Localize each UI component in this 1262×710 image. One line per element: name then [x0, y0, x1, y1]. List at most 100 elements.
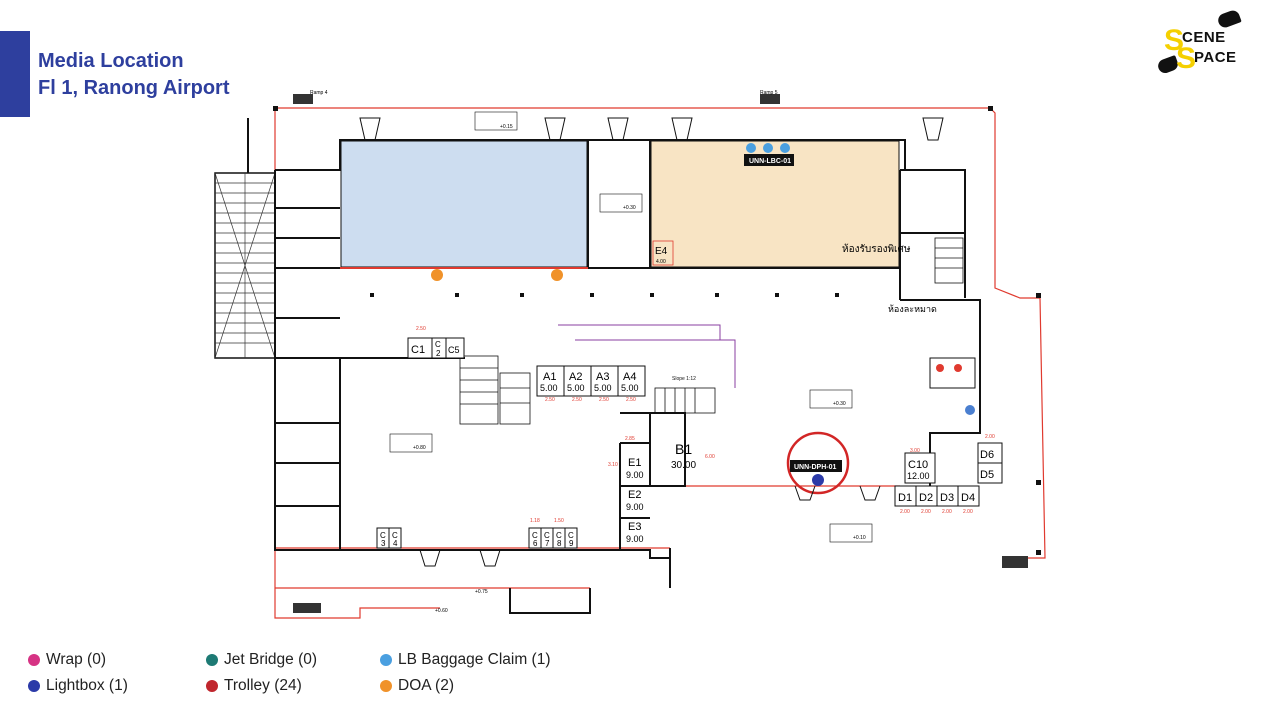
room-c9: C [568, 531, 574, 540]
legend-item-lb-baggage-claim: LB Baggage Claim (1) [380, 651, 551, 669]
svg-text:1.50: 1.50 [554, 518, 564, 524]
ramp-markers: Ramp 4 Ramp 5 +0.75 +0.60 [293, 90, 1028, 614]
room-a1: A1 [543, 371, 556, 383]
svg-text:8: 8 [557, 539, 562, 548]
svg-text:+0.15: +0.15 [500, 124, 513, 130]
ramp-rails: Slope 1:12 [558, 324, 736, 388]
svg-text:9: 9 [569, 539, 574, 548]
baggage-claim-marker-3[interactable] [780, 143, 790, 153]
svg-text:Ramp 5: Ramp 5 [760, 90, 778, 96]
room-group-c: C1 C 2 C5 2.50 C 3 C 4 C 6 C 7 C 8 C 9 1… [376, 326, 936, 549]
room-e2: E2 [628, 489, 641, 501]
room-d2: D2 [919, 492, 933, 504]
baggage-claim-marker-1[interactable] [746, 143, 756, 153]
lightbox-tag-text: UNN-DPH-01 [794, 464, 837, 471]
svg-text:2.50: 2.50 [626, 397, 636, 403]
room-d3: D3 [940, 492, 954, 504]
svg-text:2.50: 2.50 [599, 397, 609, 403]
baggage-claim-marker-2[interactable] [763, 143, 773, 153]
building-walls [274, 139, 981, 614]
legend-label: Lightbox (1) [46, 677, 128, 694]
lightbox-dot-icon [28, 680, 40, 692]
legend-label: DOA (2) [398, 677, 454, 694]
svg-text:2.00: 2.00 [942, 509, 952, 515]
legend-label: LB Baggage Claim (1) [398, 651, 551, 668]
svg-text:3: 3 [381, 539, 386, 548]
room-d1: D1 [898, 492, 912, 504]
svg-text:30.00: 30.00 [671, 460, 696, 471]
doa-marker-1[interactable] [431, 269, 443, 281]
trolley-dot-icon [206, 680, 218, 692]
page-title: Media Location [38, 50, 184, 72]
svg-text:+0.10: +0.10 [853, 535, 866, 541]
room-group-d: D1 D2 D3 D4 2.00 2.00 2.00 2.00 2.00 D6 … [894, 434, 1003, 515]
doa-dot-icon [380, 680, 392, 692]
accent-bar [0, 31, 30, 117]
columns [273, 106, 1041, 555]
room-b1: B1 30.00 6.00 [671, 441, 715, 471]
svg-text:2.00: 2.00 [985, 434, 995, 440]
svg-text:6.00: 6.00 [705, 454, 715, 460]
svg-text:5.00: 5.00 [594, 383, 612, 393]
svg-text:2: 2 [436, 349, 441, 358]
svg-text:2.00: 2.00 [900, 509, 910, 515]
room-a2: A2 [569, 371, 582, 383]
legend-label: Wrap (0) [46, 651, 107, 668]
vip-lounge-label: ห้องรับรองพิเศษ [842, 243, 911, 255]
svg-text:+0.30: +0.30 [623, 205, 636, 211]
svg-text:9.00: 9.00 [626, 534, 644, 544]
legend-item-wrap: Wrap (0) [28, 651, 106, 669]
doa-marker-2[interactable] [551, 269, 563, 281]
room-a3: A3 [596, 371, 609, 383]
svg-text:6: 6 [533, 539, 538, 548]
logo-letter-s1: S [1164, 24, 1185, 57]
room-c3: C [380, 531, 386, 540]
legend-item-lightbox: Lightbox (1) [28, 677, 128, 695]
jet-bridge-dot-icon [206, 654, 218, 666]
svg-text:2.50: 2.50 [572, 397, 582, 403]
floor-plan-map[interactable]: +0.15 +0.30 +0.80 +0.30 +0.10 Ramp 4 Ram… [210, 88, 1060, 628]
svg-text:2.50: 2.50 [545, 397, 555, 403]
svg-text:+0.75: +0.75 [475, 589, 488, 595]
svg-text:2.85: 2.85 [625, 436, 635, 442]
svg-text:7: 7 [545, 539, 550, 548]
room-d4: D4 [961, 492, 975, 504]
escalators [459, 237, 964, 425]
legend-item-trolley: Trolley (24) [206, 677, 302, 695]
lightbox-marker[interactable] [812, 474, 824, 486]
room-e1: E1 [628, 457, 641, 469]
logo-word-cene: CENE [1182, 29, 1226, 46]
svg-text:5.00: 5.00 [540, 383, 558, 393]
logo-letter-s2: S [1176, 42, 1197, 75]
room-c1: C1 [411, 344, 425, 356]
baggage-claim-tag [744, 154, 794, 166]
page-subtitle: Fl 1, Ranong Airport [38, 77, 230, 99]
room-e3: E3 [628, 521, 641, 533]
logo-word-pace: PACE [1194, 49, 1237, 66]
floor-plan-svg: +0.15 +0.30 +0.80 +0.30 +0.10 Ramp 4 Ram… [214, 90, 1046, 619]
pointing-hand-icon [1216, 8, 1242, 30]
room-c4: C [392, 531, 398, 540]
svg-text:5.00: 5.00 [621, 383, 639, 393]
top-doors [359, 117, 944, 141]
lightbox-highlight-ring [786, 431, 850, 495]
lightbox-tag [790, 460, 842, 472]
room-c2: C [435, 340, 441, 349]
svg-text:B1: B1 [675, 441, 692, 457]
wrap-dot-icon [28, 654, 40, 666]
prayer-room-label: ห้องละหมาด [888, 304, 937, 314]
room-c5: C5 [448, 345, 460, 355]
svg-text:Ramp 4: Ramp 4 [310, 90, 328, 96]
room-a4: A4 [623, 371, 636, 383]
legend-label: Jet Bridge (0) [224, 651, 318, 668]
svg-text:2.00: 2.00 [921, 509, 931, 515]
svg-text:+0.80: +0.80 [413, 445, 426, 451]
svg-text:9.00: 9.00 [626, 502, 644, 512]
svg-text:5.00: 5.00 [567, 383, 585, 393]
svg-text:4.00: 4.00 [656, 259, 666, 265]
room-c6: C [532, 531, 538, 540]
left-stairs [214, 118, 276, 359]
svg-text:Slope 1:12: Slope 1:12 [672, 376, 696, 382]
zone-blue [340, 140, 588, 268]
